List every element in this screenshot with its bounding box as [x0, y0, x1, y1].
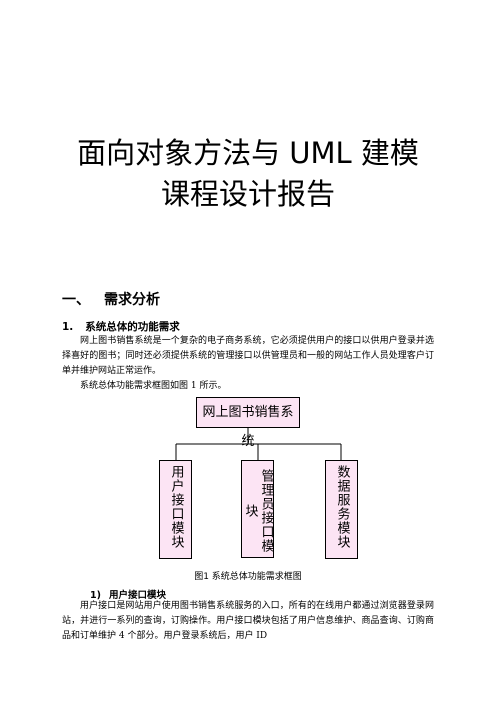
subsubsection-heading: 1) 用户接口模块 [90, 587, 166, 601]
diagram-admin-interface-module-box: 管理员接口模块 [241, 460, 274, 558]
section-heading: 一、需求分析 [62, 289, 160, 309]
subsection-title: 系统总体的功能需求 [85, 321, 180, 333]
section-number: 一、 [62, 292, 90, 308]
paragraph-figure-ref: 系统总体功能需求框图如图 1 所示。 [80, 381, 227, 391]
document-title-line1: 面向对象方法与 UML 建模 [77, 136, 419, 170]
subsubsection-number: 1) [90, 590, 101, 601]
document-title-line2: 课程设计报告 [160, 177, 335, 211]
diagram-box-label: 数据服务模块 [334, 465, 350, 549]
subsection-number: 1. [62, 321, 74, 333]
diagram-user-interface-module-box: 用户接口模块 [159, 460, 192, 559]
diagram-data-service-module-box: 数据服务模块 [325, 460, 358, 559]
diagram-box-label: 管理员接口模块 [242, 469, 274, 553]
figure-caption: 图1 系统总体功能需求框图 [194, 572, 302, 582]
paragraph-user-interface: 用户接口是网站用户使用图书销售系统服务的入口，所有的在线用户都通过浏览器登录网站… [62, 601, 434, 641]
diagram-root-box: 网上图书销售系统 [196, 397, 300, 449]
paragraph-intro: 网上图书销售系统是一个复杂的电子商务系统，它必须提供用户的接口以供用户登录并选择… [62, 336, 434, 376]
subsection-heading: 1. 系统总体的功能需求 [62, 319, 180, 334]
diagram-box-label: 用户接口模块 [168, 465, 184, 549]
subsubsection-title: 用户接口模块 [108, 590, 166, 601]
section-title: 需求分析 [104, 292, 160, 308]
